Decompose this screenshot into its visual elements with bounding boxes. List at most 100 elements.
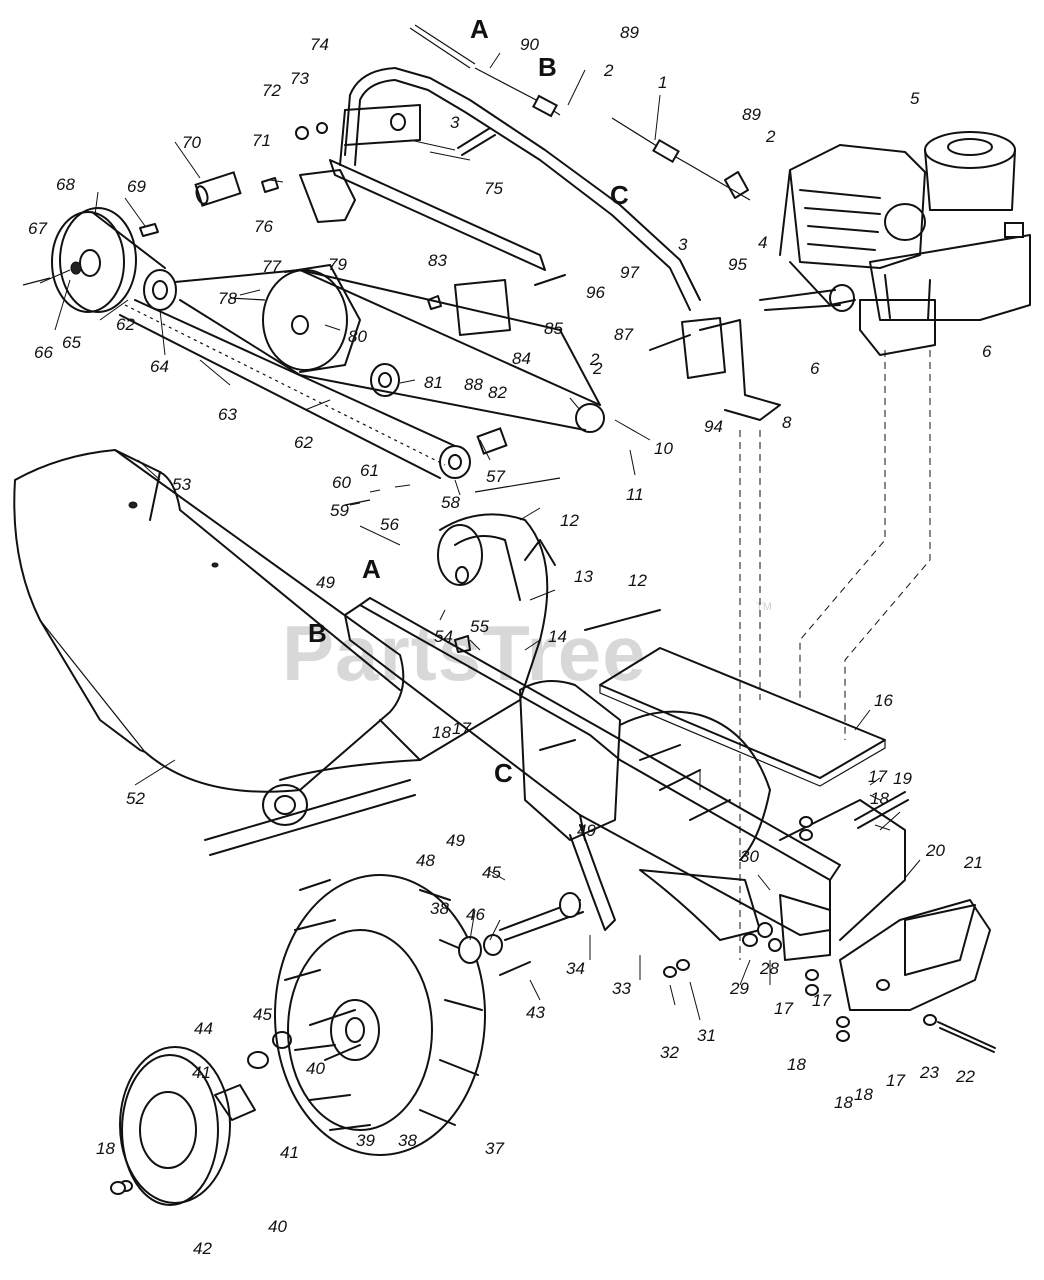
part-callout-53: 53 [172,475,191,494]
part-callout-89: 89 [620,23,639,42]
part-callout-90: 90 [520,35,539,54]
part-callout-31: 31 [697,1026,716,1045]
part-callout-13: 13 [574,567,593,586]
part-callout-46: 46 [466,905,485,924]
part-callout-2: 2 [592,359,603,378]
part-callout-45: 45 [253,1005,272,1024]
hardware-lower [454,539,996,1053]
part-callout-71: 71 [252,131,271,150]
part-callout-66: 66 [34,343,53,362]
drag-bar [499,824,616,941]
tines [619,710,771,941]
part-callout-18: 18 [432,723,451,742]
belt-guard [13,449,405,793]
part-callout-29: 29 [729,979,749,998]
part-callout-89: 89 [742,105,761,124]
part-callout-49: 49 [577,821,596,840]
part-callout-80: 80 [348,327,367,346]
part-callout-49: 49 [316,573,335,592]
control-cables [409,24,751,201]
part-callout-40: 40 [306,1059,325,1078]
part-callout-17: 17 [812,991,831,1010]
part-callout-67: 67 [28,219,47,238]
part-callout-68: 68 [56,175,75,194]
part-callout-95: 95 [728,255,747,274]
part-callout-3: 3 [450,113,460,132]
part-callout-3: 3 [678,235,688,254]
part-callout-41: 41 [192,1063,211,1082]
part-callout-97: 97 [620,263,639,282]
hardware-top [22,122,781,506]
part-callout-18: 18 [834,1093,853,1112]
part-callout-79: 79 [328,255,347,274]
part-callout-33: 33 [612,979,631,998]
wheel [274,874,486,1156]
weight [839,899,991,1011]
part-callout-45: 45 [482,863,501,882]
part-callout-14: 14 [548,627,567,646]
part-callout-8: 8 [782,413,792,432]
part-callout-96: 96 [586,283,605,302]
part-callout-70: 70 [182,133,201,152]
part-callout-94: 94 [704,417,723,436]
part-callout-84: 84 [512,349,531,368]
part-callout-62: 62 [294,433,313,452]
part-callout-55: 55 [470,617,489,636]
part-callout-43: 43 [526,1003,545,1022]
part-callout-38: 38 [430,899,449,918]
ref-letter-a-top: A [470,14,489,44]
part-callout-10: 10 [654,439,673,458]
part-callout-85: 85 [544,319,563,338]
part-callout-17: 17 [452,719,471,738]
part-callout-16: 16 [874,691,893,710]
reference-letters: A B C A B C [308,14,629,788]
part-callout-17: 17 [886,1071,905,1090]
part-callout-83: 83 [428,251,447,270]
part-callout-78: 78 [218,289,237,308]
part-callout-28: 28 [759,959,779,978]
part-callout-69: 69 [127,177,146,196]
part-callout-37: 37 [485,1139,504,1158]
chain-case [204,513,549,856]
part-callout-23: 23 [919,1063,939,1082]
part-callout-74: 74 [310,35,329,54]
part-callout-22: 22 [955,1067,975,1086]
part-callout-18: 18 [854,1085,873,1104]
part-callout-1: 1 [658,73,667,92]
part-callout-18: 18 [96,1139,115,1158]
part-callout-56: 56 [380,515,399,534]
part-callout-11: 11 [626,485,644,504]
part-callout-5: 5 [910,89,920,108]
watermark: PartsTree [282,609,647,697]
part-callout-32: 32 [660,1043,679,1062]
part-callout-52: 52 [126,789,145,808]
part-callout-65: 65 [62,333,81,352]
hub-cap [110,1031,292,1206]
main-frame [344,597,906,961]
ref-letter-b-top: B [538,52,557,82]
part-callout-17: 17 [868,767,887,786]
part-callout-20: 20 [925,841,945,860]
part-callout-59: 59 [330,501,349,520]
part-callout-2: 2 [589,350,600,369]
part-callout-2: 2 [603,61,614,80]
part-callout-63: 63 [218,405,237,424]
part-callout-44: 44 [194,1019,213,1038]
part-callout-18: 18 [787,1055,806,1074]
part-callout-81: 81 [424,373,443,392]
part-callout-72: 72 [262,81,281,100]
part-callout-19: 19 [893,769,912,788]
ref-letter-c-frame: C [494,758,513,788]
part-callout-64: 64 [150,357,169,376]
part-callout-2: 2 [765,127,776,146]
part-callout-21: 21 [963,853,983,872]
ref-letter-a-frame: A [362,554,381,584]
part-callout-75: 75 [484,179,503,198]
handle-assembly [329,67,701,311]
part-callout-6: 6 [982,342,992,361]
ref-letter-b-frame: B [308,618,327,648]
part-callout-82: 82 [488,383,507,402]
pulleys-and-belts [51,207,605,479]
part-callout-54: 54 [434,627,453,646]
